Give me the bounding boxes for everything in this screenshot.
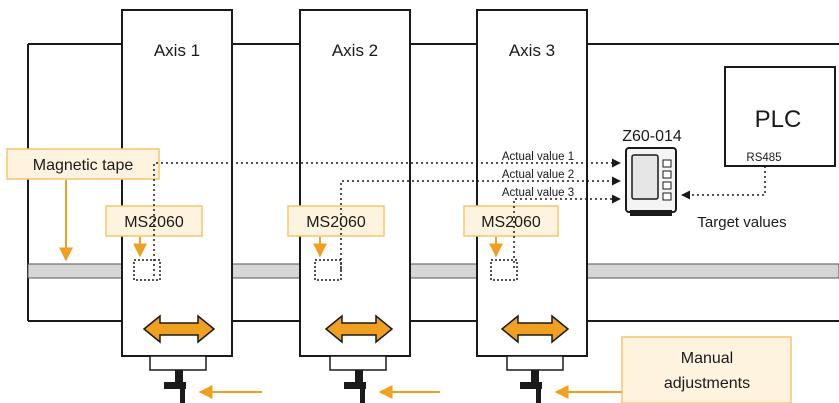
target-values-label: Target values [697,214,786,231]
display-unit-title: Z60-014 [622,128,682,145]
axis-3: Axis 3 MS2060 [463,9,622,403]
display-unit-screen [631,154,659,200]
signal-line-2 [340,176,621,270]
adjuster-knob-icon [520,370,542,403]
target-values-line [681,166,766,200]
axis-title: Axis 3 [509,41,555,60]
actual-value-label-2: Actual value 2 [502,169,574,181]
axis-carriage [121,9,233,357]
sensor-head [133,259,161,281]
actual-value-label-3: Actual value 3 [502,187,574,199]
manual-label-line1: Manual [681,350,733,367]
sensor-callout [463,205,559,237]
display-unit: Z60-014 [622,128,682,216]
move-double-arrow-icon [142,314,216,344]
manual-label-line2: adjustments [664,375,750,392]
adjuster-base [506,355,564,371]
magnetic-tape-label: Magnetic tape [33,157,134,174]
adjuster-knob-icon [344,370,366,403]
axis-title: Axis 1 [154,41,200,60]
axis-carriage [299,9,411,357]
axis-carriage [476,9,588,357]
display-unit-buttons [662,159,672,201]
sensor-head [490,259,518,281]
adjuster-base [149,355,207,371]
move-double-arrow-icon [500,314,570,344]
actual-value-signals [153,158,621,276]
actual-value-label-1: Actual value 1 [502,151,574,163]
axis-1: Axis 1 MS2060 [105,9,262,403]
manual-adjustments-callout: Manual adjustments [621,336,792,403]
sensor-callout [287,205,385,237]
sensor-label: MS2060 [306,214,366,231]
display-unit-connector [630,210,672,216]
sensor-label: MS2060 [481,214,541,231]
axis-title: Axis 2 [332,41,378,60]
sensor-label: MS2060 [124,214,184,231]
move-double-arrow-icon [324,314,394,344]
axis-2: Axis 2 MS2060 [287,9,440,403]
plc-interface-label: RS485 [746,152,781,164]
adjuster-knob-icon [164,370,186,403]
magnetic-tape-callout: Magnetic tape [6,148,160,262]
adjuster-base [329,355,387,371]
plc-box: PLC RS485 [724,66,836,167]
plc-title: PLC [755,106,802,133]
